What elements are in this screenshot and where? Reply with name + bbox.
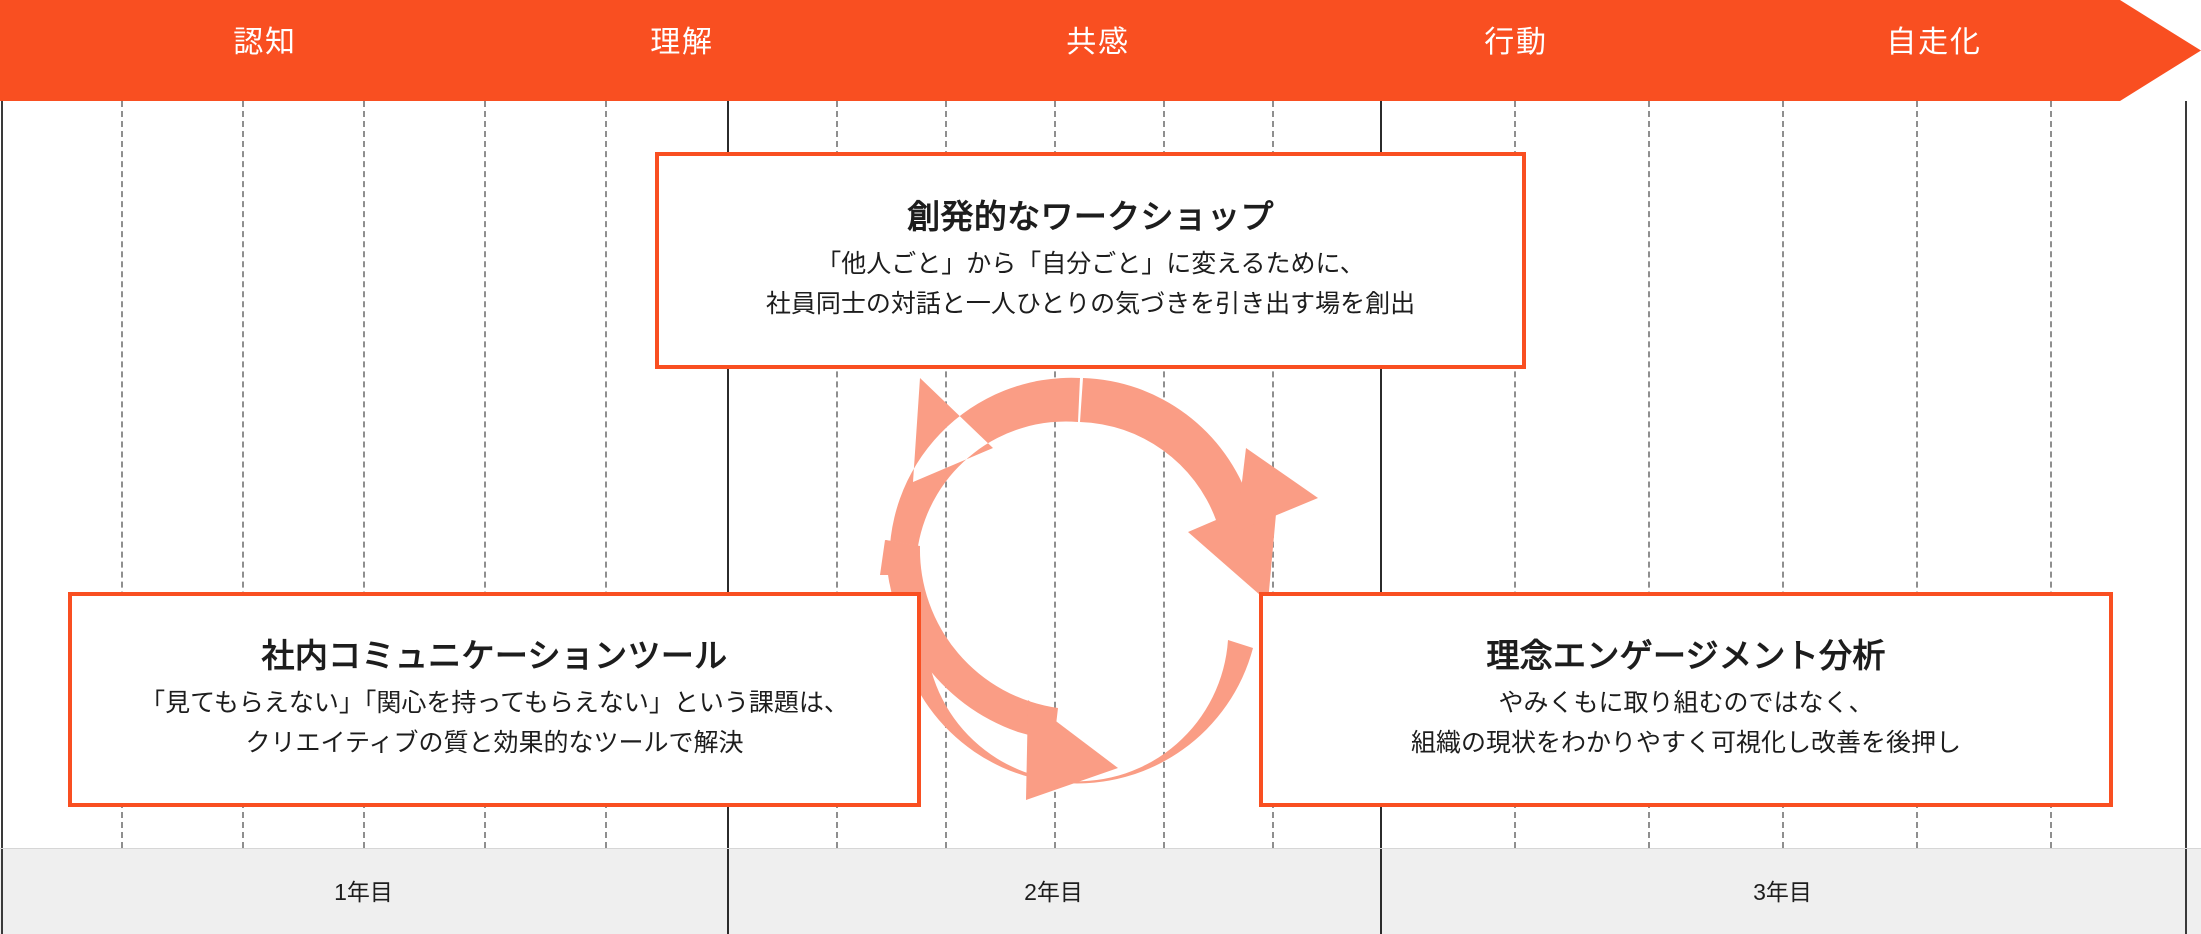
year-divider-1-2 [727,849,729,934]
year-divider-2-3 [1380,849,1382,934]
gridline-dashed [1514,101,1516,848]
card-internal-communication-tool[interactable]: 社内コミュニケーションツール 「見てもらえない」「関心を持ってもらえない」という… [68,592,921,807]
stage-label-jisoka: 自走化 [1886,26,1982,59]
year-cell-1: 1年目 [334,878,393,905]
card-philosophy-engagement-analysis[interactable]: 理念エンゲージメント分析 やみくもに取り組むのではなく、 組織の現状をわかりやす… [1259,592,2113,807]
cycle-arrow-top-left [880,377,1080,575]
stage-label-ninchi: 認知 [233,26,297,59]
gridline-dashed [1916,101,1918,848]
gridline-dashed [836,101,838,848]
cycle-arrowhead-up [1236,448,1318,532]
gridline-dashed [1054,101,1056,848]
gridline-right-edge [2185,101,2187,848]
cycle-arrowhead-down [1026,700,1118,800]
card-analysis-line-2: 組織の現状をわかりやすく可視化し改善を後押し [1410,729,1961,758]
stage-label-rikai: 理解 [650,26,714,59]
gridline-dashed [242,101,244,848]
card-analysis-title: 理念エンゲージメント分析 [1486,637,1886,675]
year-band-left-edge [1,849,3,934]
gridline-left-edge [1,101,3,848]
card-workshop-line-1: 「他人ごと」から「自分ごと」に変えるために、 [816,249,1365,278]
card-workshop-line-2: 社員同士の対話と一人ひとりの気づきを引き出す場を創出 [765,290,1416,319]
cycle-arrow-top-right [1080,378,1278,602]
card-commtool-title: 社内コミュニケーションツール [261,637,728,675]
stage-label-kodo: 行動 [1484,26,1548,59]
card-commtool-line-2: クリエイティブの質と効果的なツールで解決 [245,729,744,758]
gridline-dashed [2050,101,2052,848]
card-commtool-line-1: 「見てもらえない」「関心を持ってもらえない」という課題は、 [140,688,849,717]
gridline-dashed [363,101,365,848]
stage-label-kyokan: 共感 [1066,26,1130,59]
card-workshop-title: 創発的なワークショップ [907,198,1274,236]
card-analysis-line-1: やみくもに取り組むのではなく、 [1498,688,1874,717]
timeline-year-band: 1年目 2年目 3年目 [0,848,2201,934]
gridline-dashed [1163,101,1165,848]
gridline-dashed [484,101,486,848]
arrow-banner-shape [0,0,2201,101]
gridline-dashed [1648,101,1650,848]
card-workshop[interactable]: 創発的なワークショップ 「他人ごと」から「自分ごと」に変えるために、 社員同士の… [655,152,1526,369]
year-band-right-edge [2185,849,2187,934]
gridline-dashed [121,101,123,848]
year-cell-3: 3年目 [1753,878,1812,905]
gridline-year-2-3 [1380,101,1382,848]
stage-arrow-banner: 認知 理解 共感 行動 自走化 [0,0,2201,101]
gridline-dashed [1782,101,1784,848]
gridline-year-1-2 [727,101,729,848]
year-cell-2: 2年目 [1024,878,1083,905]
gridline-dashed [605,101,607,848]
